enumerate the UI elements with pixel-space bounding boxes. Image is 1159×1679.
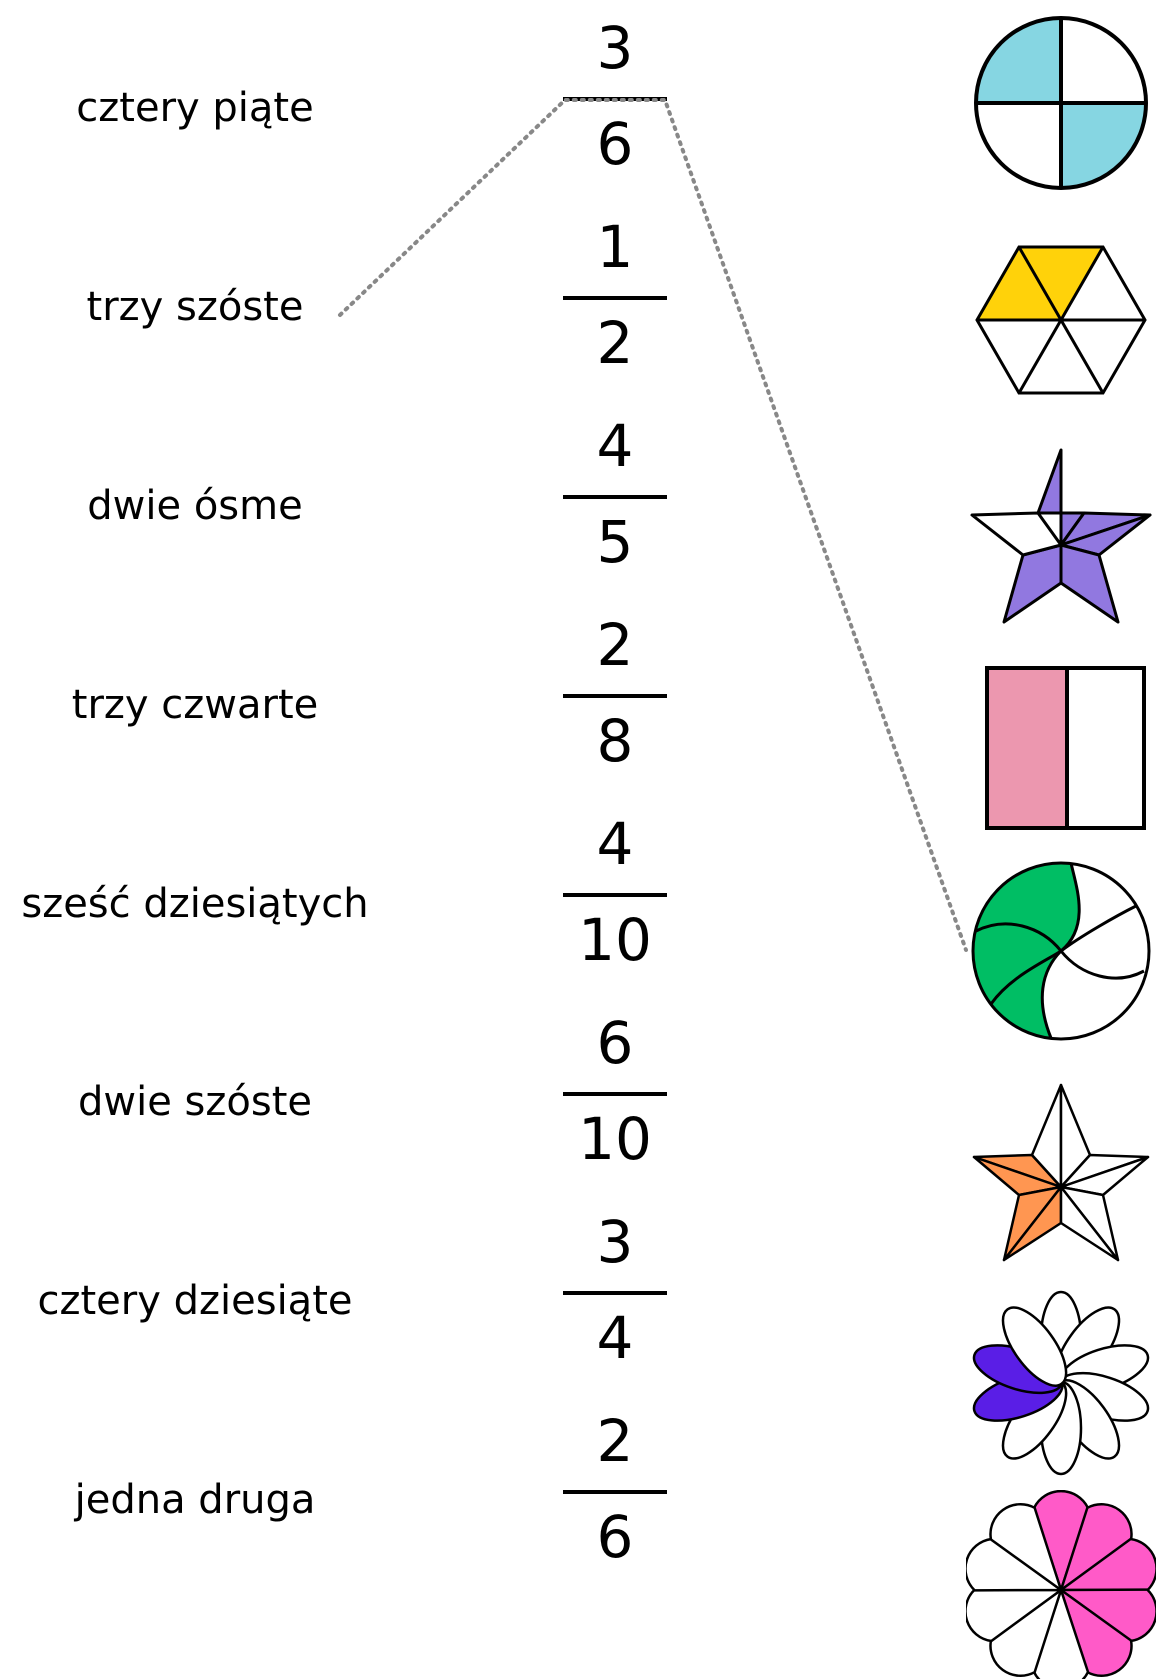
word-label[interactable]: dwie szóste [0,1077,390,1127]
fraction-bar [563,296,667,300]
numerator: 3 [560,1210,670,1274]
numerator: 4 [560,414,670,478]
word-label[interactable]: trzy szóste [0,282,390,332]
rectangle-halves-icon[interactable] [984,665,1149,833]
word-label[interactable]: sześć dziesiątych [0,879,390,929]
star-ten-parts-icon[interactable] [966,1080,1156,1270]
fraction-bar [563,97,667,101]
numerator: 6 [560,1011,670,1075]
fraction-bar [563,495,667,499]
denominator: 2 [560,311,670,375]
circle-quarters-icon[interactable] [966,8,1156,198]
fraction[interactable]: 6 10 [560,995,670,1165]
numerator: 1 [560,215,670,279]
star-five-parts-icon[interactable] [966,445,1156,630]
fraction[interactable]: 3 4 [560,1194,670,1364]
fraction[interactable]: 4 10 [560,796,670,966]
word-label[interactable]: dwie ósme [0,481,390,531]
denominator: 8 [560,709,670,773]
word-label[interactable]: jedna druga [0,1475,390,1525]
fraction-bar [563,1490,667,1494]
fraction[interactable]: 2 8 [560,597,670,767]
fraction-bar [563,1291,667,1295]
word-label[interactable]: cztery dziesiąte [0,1276,390,1326]
fraction-bar [563,893,667,897]
numerator: 4 [560,812,670,876]
fraction[interactable]: 4 5 [560,398,670,568]
denominator: 10 [560,908,670,972]
fraction-bar [563,1092,667,1096]
flower-scallop-icon[interactable] [966,1490,1156,1679]
flower-petals-icon[interactable] [966,1288,1156,1478]
denominator: 4 [560,1306,670,1370]
fraction-bar [563,694,667,698]
denominator: 6 [560,112,670,176]
numerator: 2 [560,613,670,677]
word-label[interactable]: trzy czwarte [0,680,390,730]
denominator: 10 [560,1107,670,1171]
hexagon-triangles-icon[interactable] [966,236,1156,406]
numerator: 3 [560,16,670,80]
numerator: 2 [560,1409,670,1473]
denominator: 6 [560,1505,670,1569]
denominator: 5 [560,510,670,574]
fraction[interactable]: 3 6 [560,0,670,170]
fraction[interactable]: 1 2 [560,199,670,369]
swirl-circle-icon[interactable] [966,856,1156,1046]
word-label[interactable]: cztery piąte [0,83,390,133]
fraction[interactable]: 2 6 [560,1393,670,1563]
